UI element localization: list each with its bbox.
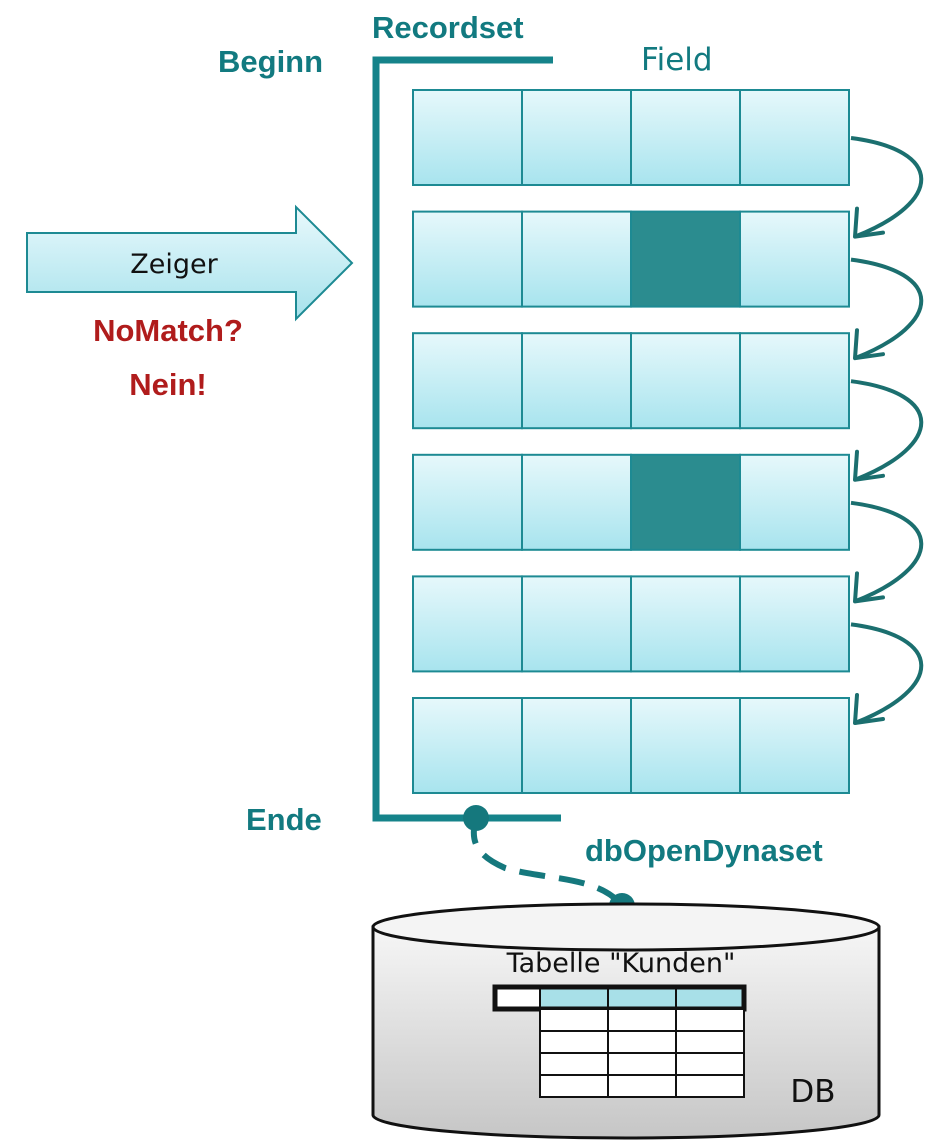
record-row-2 bbox=[412, 210, 850, 308]
field-cell bbox=[412, 453, 523, 551]
table-header-cell bbox=[675, 986, 745, 1010]
record-row-1 bbox=[412, 89, 850, 186]
table-body-cell bbox=[675, 1052, 745, 1076]
movenext-arrow-1 bbox=[850, 136, 924, 239]
table-body-cell bbox=[539, 1008, 609, 1032]
table-body-cell bbox=[607, 1052, 677, 1076]
table-body-cell bbox=[539, 1030, 609, 1054]
field-cell bbox=[739, 89, 850, 186]
recordset-label: Recordset bbox=[372, 10, 524, 45]
arrowhead-icon bbox=[853, 206, 885, 239]
record-row-4 bbox=[412, 453, 850, 551]
nomatch-label: NoMatch? bbox=[93, 313, 243, 348]
arrowhead-icon bbox=[853, 571, 885, 604]
kunden-table bbox=[492, 984, 747, 1098]
field-cell bbox=[521, 210, 632, 308]
dbopendynaset-label: dbOpenDynaset bbox=[585, 833, 823, 868]
field-cell bbox=[739, 332, 850, 430]
pointer-label: Zeiger bbox=[130, 249, 218, 280]
nein-label: Nein! bbox=[129, 367, 207, 402]
database-top bbox=[371, 902, 881, 952]
record-row-5 bbox=[412, 575, 850, 673]
table-body-cell bbox=[675, 1008, 745, 1032]
record-row-6 bbox=[412, 697, 850, 794]
table-body-cell bbox=[607, 1074, 677, 1098]
movenext-curve bbox=[850, 257, 924, 361]
record-row-3 bbox=[412, 332, 850, 430]
arrowhead-icon bbox=[853, 328, 885, 361]
movenext-curve bbox=[850, 500, 924, 604]
table-body-cell bbox=[675, 1074, 745, 1098]
field-cell bbox=[521, 697, 632, 794]
field-cell bbox=[521, 575, 632, 673]
beginn-label: Beginn bbox=[218, 44, 323, 79]
connector-end-top bbox=[463, 805, 489, 831]
field-cell bbox=[412, 575, 523, 673]
movenext-curve bbox=[850, 379, 924, 482]
field-cell bbox=[739, 697, 850, 794]
table-body-cell bbox=[539, 1052, 609, 1076]
field-cell bbox=[412, 210, 523, 308]
field-cell bbox=[739, 210, 850, 308]
ende-label: Ende bbox=[246, 802, 322, 837]
arrowhead-icon bbox=[853, 693, 885, 725]
field-cell-match bbox=[630, 453, 741, 551]
field-cell bbox=[412, 697, 523, 794]
table-body-cell bbox=[607, 1030, 677, 1054]
table-header-cell bbox=[607, 986, 677, 1010]
table-body-cell bbox=[607, 1008, 677, 1032]
pointer-arrow: Zeiger bbox=[26, 204, 354, 322]
table-body bbox=[539, 1008, 745, 1098]
field-cell bbox=[412, 332, 523, 430]
movenext-curve bbox=[850, 622, 924, 725]
field-cell bbox=[521, 332, 632, 430]
movenext-curve bbox=[850, 136, 924, 239]
field-cell bbox=[630, 89, 741, 186]
field-cell-match bbox=[630, 210, 741, 308]
table-header-cell bbox=[539, 986, 609, 1010]
field-cell bbox=[630, 575, 741, 673]
field-cell bbox=[739, 453, 850, 551]
movenext-arrow-5 bbox=[850, 622, 924, 725]
table-header-cell bbox=[494, 986, 541, 1010]
field-cell bbox=[412, 89, 523, 186]
table-header-row bbox=[492, 984, 747, 1012]
movenext-arrow-3 bbox=[850, 379, 924, 482]
movenext-arrows bbox=[850, 136, 924, 725]
table-name-label: Tabelle "Kunden" bbox=[506, 948, 736, 979]
table-body-cell bbox=[539, 1074, 609, 1098]
table-body-cell bbox=[675, 1030, 745, 1054]
field-cell bbox=[739, 575, 850, 673]
movenext-arrow-4 bbox=[850, 500, 924, 604]
db-label: DB bbox=[790, 1074, 835, 1110]
movenext-arrow-2 bbox=[850, 257, 924, 361]
field-label: Field bbox=[641, 42, 713, 78]
record-rows bbox=[412, 89, 850, 794]
arrowhead-icon bbox=[853, 449, 885, 482]
field-cell bbox=[521, 89, 632, 186]
field-cell bbox=[630, 697, 741, 794]
field-cell bbox=[521, 453, 632, 551]
field-cell bbox=[630, 332, 741, 430]
